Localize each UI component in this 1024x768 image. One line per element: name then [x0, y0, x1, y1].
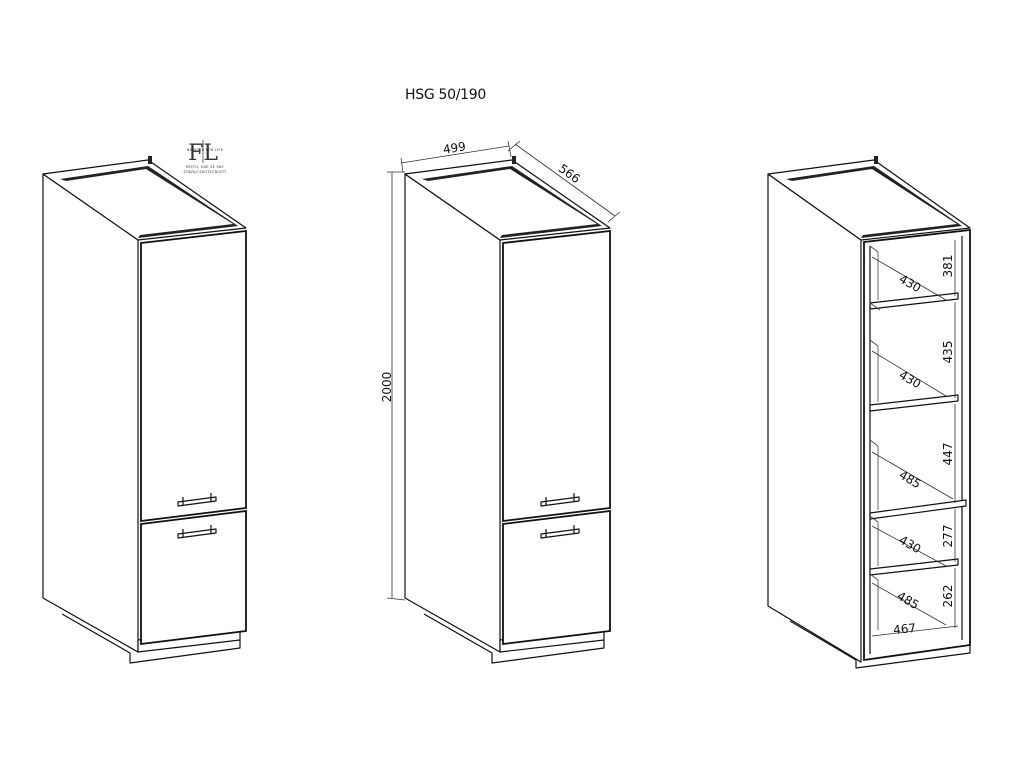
- shelf-depth-label-4: 430: [897, 533, 924, 557]
- lower-door: [140, 509, 247, 646]
- shelf-2: [869, 394, 959, 412]
- compartment-height-label-1: 381: [941, 255, 955, 278]
- side-panel: [404, 173, 501, 653]
- width-dimension: 499: [400, 139, 512, 173]
- cabinet-closed-left: [42, 156, 247, 664]
- logo-tagline: NÁBYTEK FOR LIFE: [187, 147, 223, 152]
- shelf-depth-label-1: 430: [897, 272, 924, 296]
- shelf-depth-label-3: 485: [897, 468, 924, 492]
- logo-subtagline-1: MÍSTO, KDE SE SNY: [186, 164, 225, 169]
- lower-door-handle: [177, 525, 217, 539]
- shelf-1: [869, 292, 959, 311]
- upper-door: [502, 229, 611, 523]
- top-panel: [767, 159, 971, 241]
- height-dimension: 2000: [380, 171, 406, 601]
- lower-door-handle: [540, 525, 580, 539]
- compartment-height-label-4: 277: [941, 525, 955, 548]
- top-panel: [404, 159, 611, 241]
- top-panel: [42, 159, 247, 241]
- brand-logo: FL NÁBYTEK FOR LIFE MÍSTO, KDE SE SNY ST…: [183, 140, 226, 174]
- compartment-height-label-5: 262: [941, 585, 955, 608]
- compartment-height-label-2: 435: [941, 341, 955, 364]
- side-panel: [767, 173, 862, 663]
- upper-door: [140, 229, 247, 523]
- upper-door-handle: [177, 493, 217, 507]
- height-dimension-label: 2000: [380, 372, 394, 403]
- bottom-width-label: 467: [892, 621, 916, 637]
- shelf-4: [869, 558, 959, 576]
- shelf-depth-label-2: 430: [897, 368, 924, 392]
- logo-subtagline-2: STÁVAJÍ SKUTEČNOSTÍ: [183, 169, 226, 174]
- compartment-height-label-3: 447: [941, 443, 955, 466]
- shelf-3: [869, 499, 967, 520]
- depth-dimension-label: 566: [556, 161, 583, 186]
- lower-door: [502, 509, 611, 646]
- upper-door-handle: [540, 493, 580, 507]
- cabinet-open-interior: 430 430 485 430 485 467 381 435 447 277 …: [767, 156, 971, 669]
- width-dimension-label: 499: [442, 139, 467, 156]
- model-title: HSG 50/190: [405, 87, 486, 103]
- side-panel: [42, 173, 139, 653]
- cabinet-closed-dimensioned: 499 566 2000: [380, 139, 621, 664]
